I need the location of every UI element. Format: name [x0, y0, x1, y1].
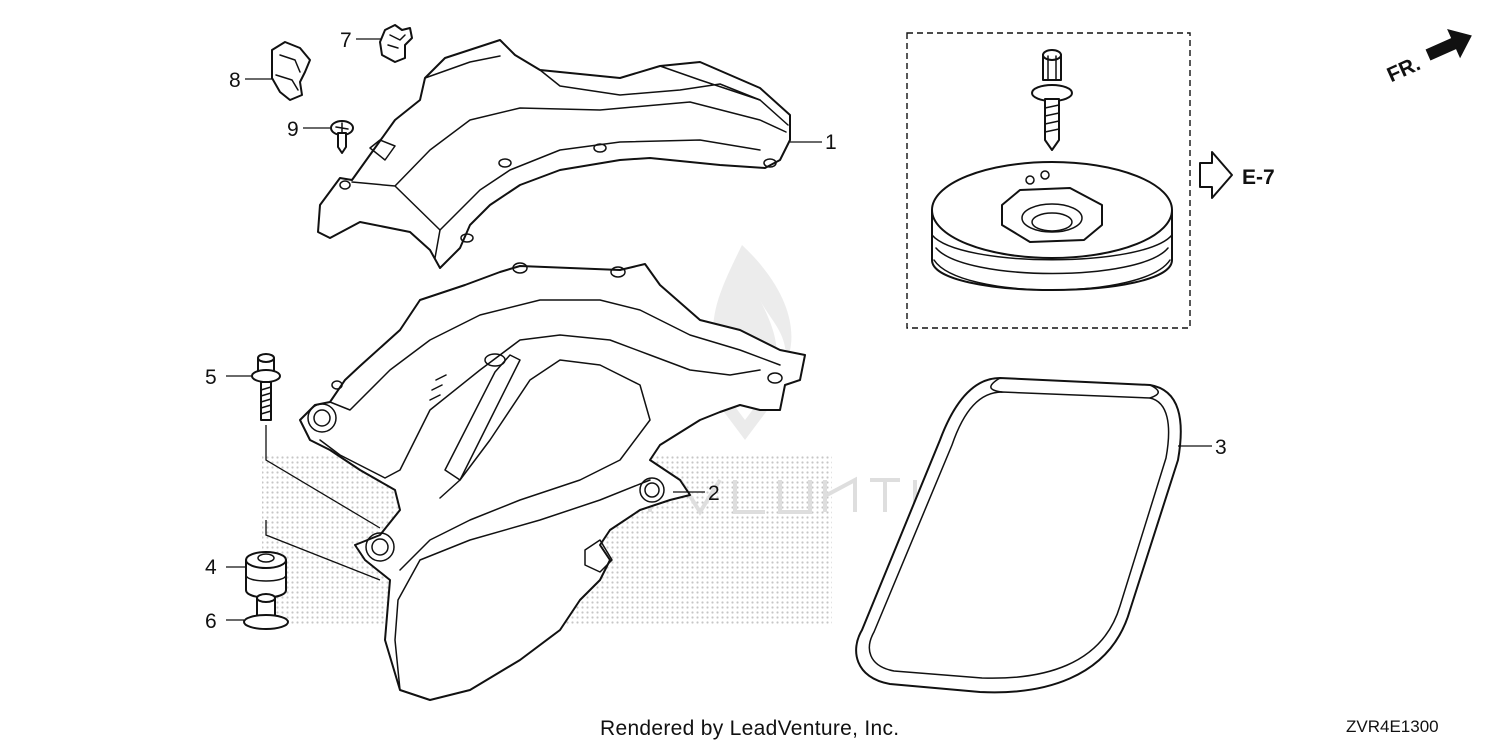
callout-6: 6	[205, 610, 217, 633]
part-1-upper-belt-cover	[317, 39, 791, 269]
callout-1: 1	[825, 131, 837, 154]
part-6-collar	[243, 593, 289, 630]
orientation-label: FR.	[1384, 52, 1424, 87]
part-5-bolt	[251, 353, 281, 421]
callout-2: 2	[708, 482, 720, 505]
diagram-code: ZVR4E1300	[1346, 717, 1439, 736]
callout-3: 3	[1215, 436, 1227, 459]
pulley-detail-box	[906, 32, 1191, 329]
pulley-bolt	[1031, 49, 1073, 151]
callout-4: 4	[205, 556, 217, 579]
part-3-drive-belt	[855, 377, 1182, 694]
part-4-grommet	[245, 551, 287, 599]
callout-8: 8	[229, 69, 241, 92]
callout-5: 5	[205, 366, 217, 389]
forward-arrow-icon	[1425, 28, 1472, 61]
callout-9: 9	[287, 118, 299, 141]
part-8-harness-clamp	[271, 41, 311, 101]
rendered-by-credit: Rendered by LeadVenture, Inc.	[600, 717, 900, 740]
reference-arrow[interactable]: E-7	[1199, 151, 1275, 199]
part-7-clip	[379, 24, 413, 63]
leader-lines	[226, 38, 1212, 621]
part-2-lower-belt-cover	[299, 262, 806, 701]
reference-label: E-7	[1242, 166, 1275, 189]
orientation-indicator: FR.	[1384, 28, 1472, 87]
part-9-screw	[330, 120, 354, 154]
callout-labels: 1 2 3 4 5 6 7 8 9	[205, 29, 1227, 633]
hollow-arrow-icon	[1199, 151, 1233, 199]
pulley	[931, 161, 1173, 291]
callout-7: 7	[340, 29, 352, 52]
